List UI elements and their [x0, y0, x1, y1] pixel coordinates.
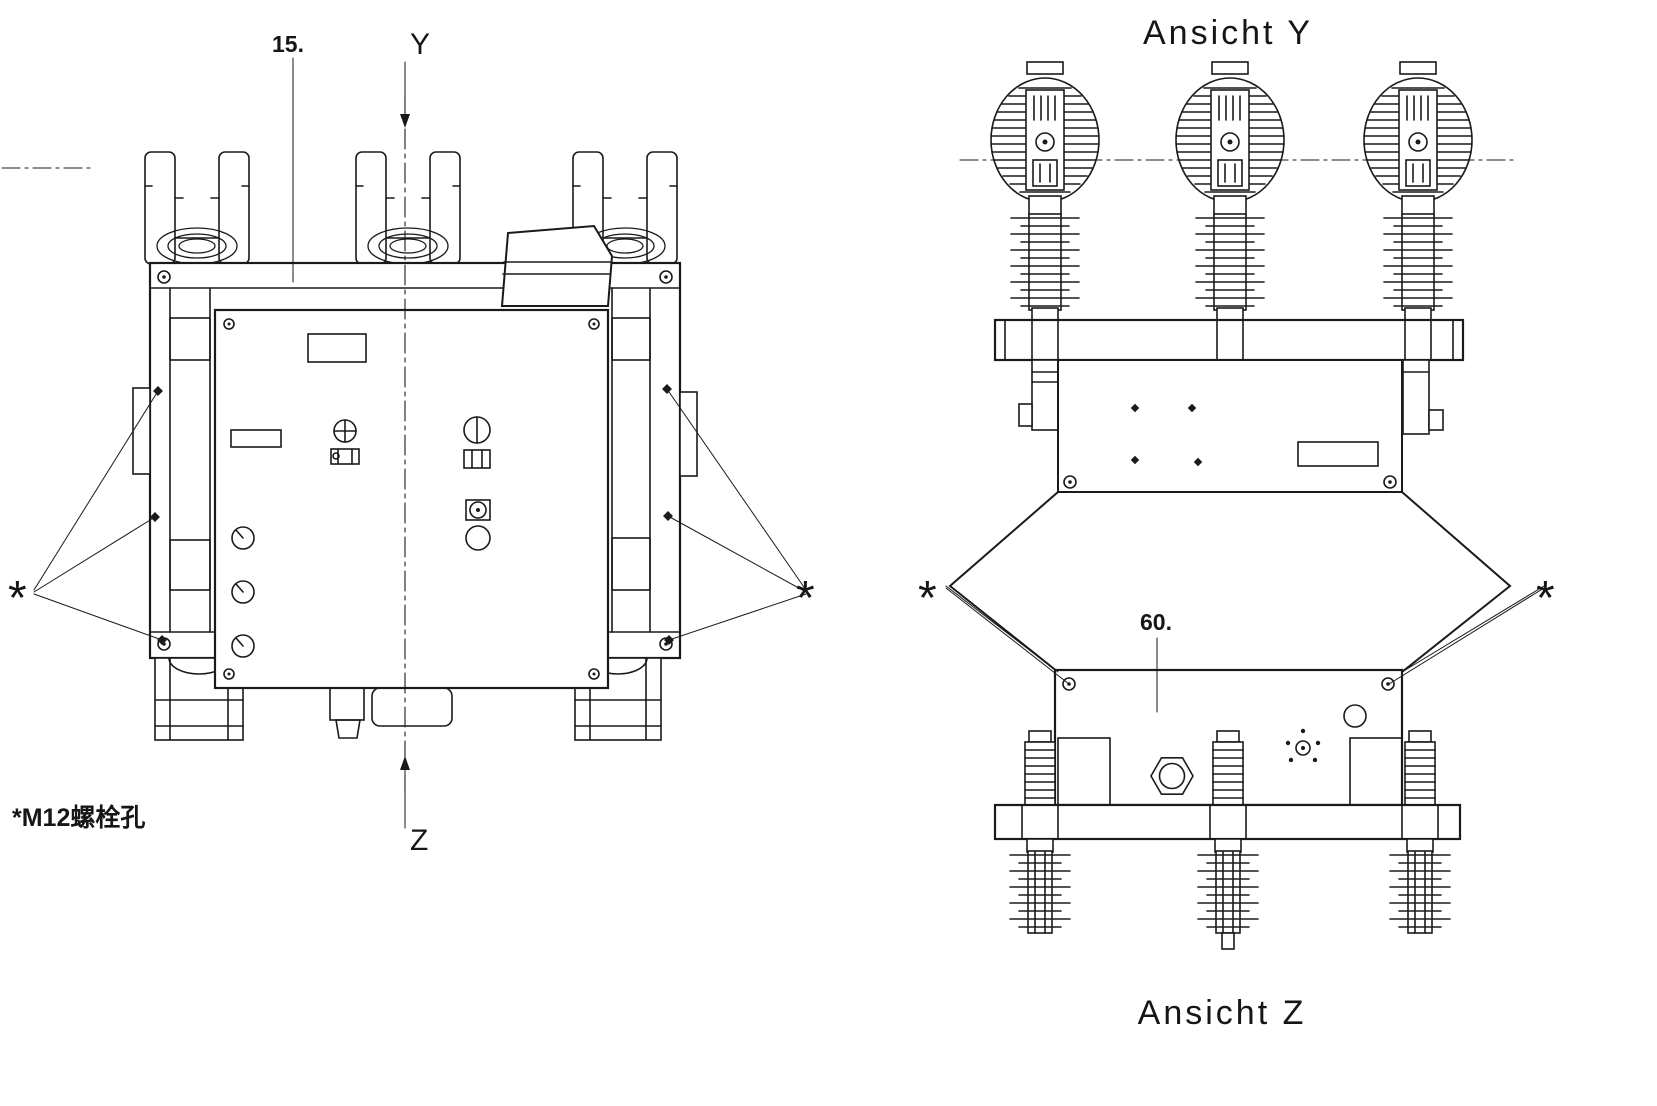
bushing-top-view — [500, 224, 614, 307]
terminal-bolt-1 — [1024, 730, 1056, 813]
note-m12-bolt-holes: *M12螺栓孔 — [12, 804, 145, 832]
insulator-bushing-1 — [990, 61, 1100, 325]
asterisk-front-view-right: * — [1536, 572, 1555, 625]
mechanism-box — [213, 308, 610, 739]
label-15: 15. — [272, 31, 304, 57]
view-z-title: Ansicht Z — [1138, 994, 1307, 1032]
upper-body-panel — [1057, 359, 1403, 493]
terminal-bolt-3 — [1404, 730, 1436, 813]
round-port — [1343, 704, 1367, 728]
axis-z-arrowhead — [400, 756, 410, 770]
asterisk-front-view-left: * — [918, 572, 937, 625]
foot-2-rod — [1221, 932, 1235, 950]
valve-fitting — [465, 499, 491, 551]
asterisk-top-view-left: * — [8, 572, 27, 625]
asterisk-top-view-right: * — [796, 572, 815, 625]
bolt-hole-leaders-front-right — [1388, 585, 1545, 685]
insulator-bushing-2 — [1175, 61, 1285, 325]
terminal-clamp-left — [144, 151, 250, 265]
side-bracket-right — [1402, 359, 1444, 435]
hexagonal-housing — [948, 491, 1512, 673]
view-y-title: Ansicht Y — [1143, 14, 1313, 52]
axis-z-label: Z — [410, 824, 428, 857]
terminal-bolt-2 — [1212, 730, 1244, 813]
bolt-hole-leaders-front-left — [945, 585, 1070, 685]
label-60: 60. — [1140, 609, 1172, 635]
ribbed-foot-2 — [1197, 838, 1259, 934]
top-view — [1, 57, 807, 829]
screw-fitting-2 — [463, 416, 491, 469]
hex-bolt — [1150, 756, 1194, 796]
bolt-hole-leaders-right — [666, 388, 807, 641]
text-labels: Ansicht Y Ansicht Z 15. 60. Y Z * * * * … — [8, 14, 1555, 1032]
base-rail — [993, 803, 1462, 841]
ribbed-foot-1 — [1009, 838, 1071, 934]
screw-fitting-1 — [330, 419, 360, 465]
nameplate — [307, 333, 367, 363]
front-view — [945, 61, 1545, 950]
ribbed-foot-3 — [1389, 838, 1451, 934]
side-bracket-left — [1018, 359, 1059, 431]
mounting-plate — [993, 318, 1465, 362]
vent-pattern — [1285, 728, 1321, 763]
bottom-fittings — [329, 687, 453, 739]
terminal-clamp-center — [355, 151, 461, 265]
indicator-dials — [231, 526, 255, 658]
annotation-lines-front — [945, 585, 1545, 713]
bolt-hole-leaders-left — [33, 390, 163, 641]
axis-y-label: Y — [410, 28, 430, 61]
insulator-bushing-3 — [1363, 61, 1473, 325]
